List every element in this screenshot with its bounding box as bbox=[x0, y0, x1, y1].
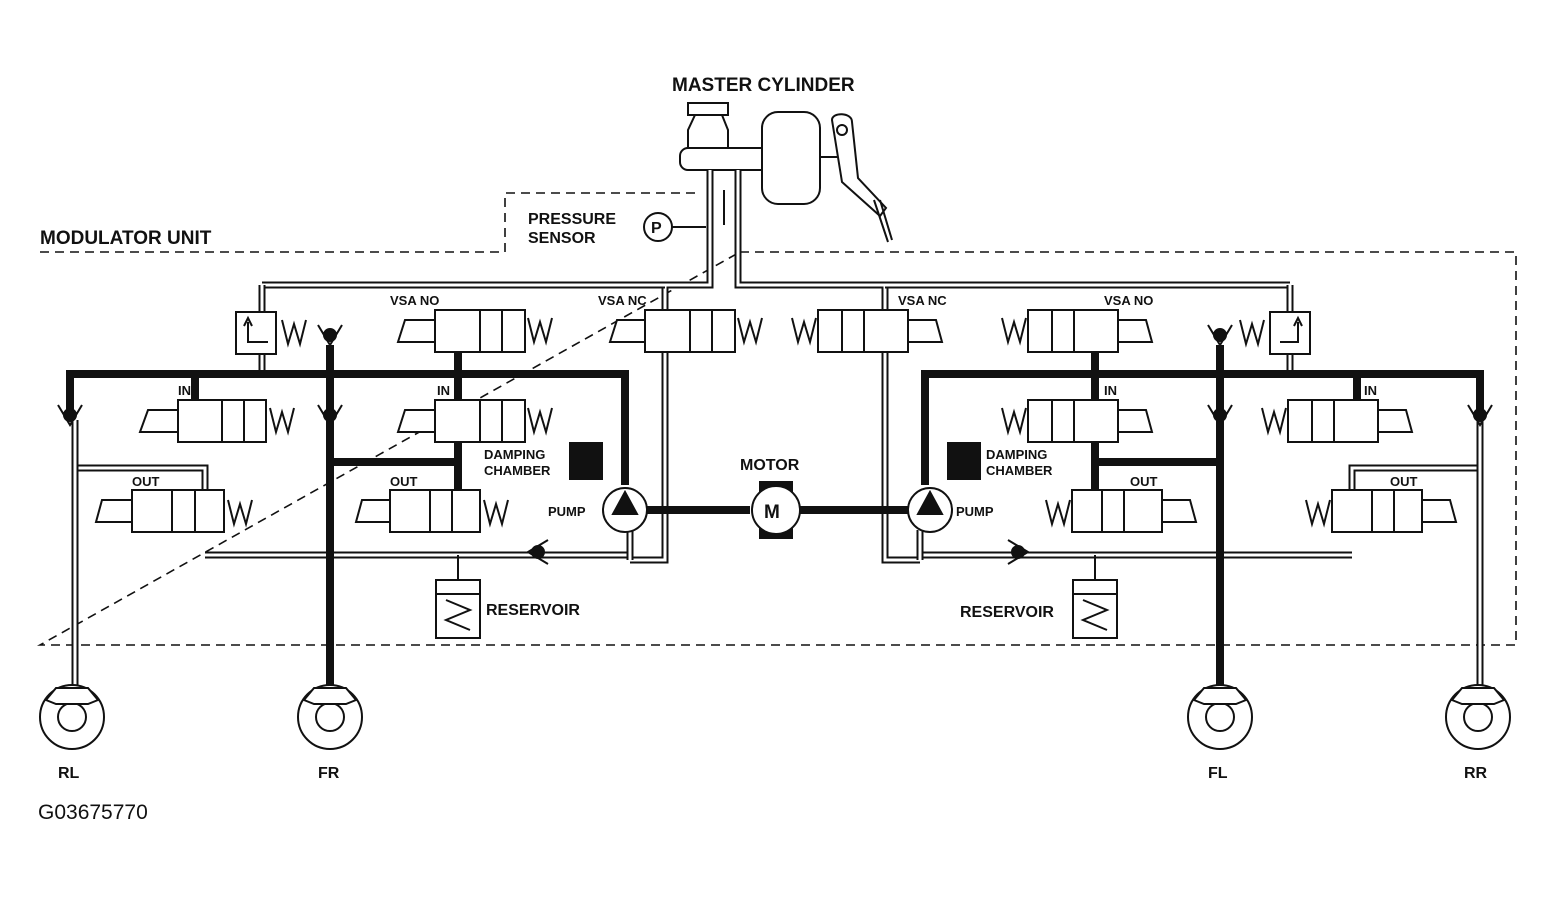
check-valve bbox=[317, 324, 343, 347]
pump-left bbox=[602, 487, 648, 533]
damping-chamber-right bbox=[947, 442, 981, 480]
valve-vsa-nc-right bbox=[791, 309, 944, 353]
wheel-label-rr: RR bbox=[1464, 765, 1488, 782]
in-label-rr: IN bbox=[1364, 383, 1377, 398]
pump-label-right: PUMP bbox=[956, 504, 994, 519]
valve-rr-out bbox=[1305, 489, 1458, 533]
valve-vsa-no-right bbox=[1001, 309, 1154, 353]
pump-right bbox=[907, 487, 953, 533]
check-valve bbox=[57, 404, 83, 427]
wheel-brake-rl bbox=[39, 684, 105, 750]
check-valve bbox=[317, 404, 343, 427]
figure-reference: G03675770 bbox=[38, 801, 148, 824]
damping-label-right-line1: DAMPING bbox=[986, 447, 1047, 462]
reservoir-right bbox=[1072, 579, 1118, 639]
motor: M bbox=[751, 481, 801, 539]
valve-vsa-nc-left bbox=[608, 309, 763, 353]
check-valve bbox=[526, 539, 549, 565]
wheel-brake-fl bbox=[1187, 684, 1253, 750]
pressure-sensor-label-line1: PRESSURE bbox=[528, 211, 616, 228]
wheel-label-rl: RL bbox=[58, 765, 80, 782]
motor-symbol: M bbox=[764, 502, 780, 523]
pressure-lines bbox=[66, 345, 1484, 690]
damping-label-left-line1: DAMPING bbox=[484, 447, 545, 462]
pump-label-left: PUMP bbox=[548, 504, 586, 519]
valve-vsa-no-left bbox=[396, 309, 553, 353]
master-cylinder: MASTER CYLINDER bbox=[672, 75, 893, 243]
wheel-brake-fr bbox=[297, 684, 363, 750]
check-valve bbox=[1207, 404, 1233, 427]
pressure-sensor: P PRESSURE SENSOR bbox=[528, 211, 706, 247]
damping-label-right-line2: CHAMBER bbox=[986, 463, 1053, 478]
check-valve bbox=[1007, 539, 1030, 565]
motor-label: MOTOR bbox=[740, 457, 800, 474]
valve-rl-in bbox=[138, 399, 295, 443]
check-valve bbox=[1467, 404, 1493, 427]
check-valves bbox=[57, 324, 1493, 565]
master-cylinder-label: MASTER CYLINDER bbox=[672, 75, 855, 96]
vsa-nc-label-right: VSA NC bbox=[898, 293, 947, 308]
out-label-rl: OUT bbox=[132, 474, 160, 489]
modulator-unit-boundary bbox=[36, 192, 1517, 646]
out-label-fr: OUT bbox=[390, 474, 418, 489]
valve-rr-in bbox=[1261, 399, 1414, 443]
wheel-label-fl: FL bbox=[1208, 765, 1228, 782]
valve-rl-out bbox=[94, 489, 253, 533]
check-valve bbox=[1207, 324, 1233, 347]
modulator-unit-label: MODULATOR UNIT bbox=[40, 228, 212, 249]
wheel-brake-rr bbox=[1445, 684, 1511, 750]
valve-fl-out bbox=[1045, 489, 1198, 533]
reservoir-left bbox=[435, 579, 481, 639]
valve-fr-out bbox=[354, 489, 509, 533]
wheel-label-fr: FR bbox=[318, 765, 340, 782]
valve-fl-in bbox=[1001, 399, 1154, 443]
reservoir-label-right: RESERVOIR bbox=[960, 604, 1054, 621]
pressure-sensor-label-line2: SENSOR bbox=[528, 230, 596, 247]
vsa-no-label-right: VSA NO bbox=[1104, 293, 1153, 308]
damping-label-left-line2: CHAMBER bbox=[484, 463, 551, 478]
relief-valve-right bbox=[1239, 311, 1311, 355]
in-label-fl: IN bbox=[1104, 383, 1117, 398]
in-label-rl: IN bbox=[178, 383, 191, 398]
valve-fr-in bbox=[396, 399, 553, 443]
reservoir-label-left: RESERVOIR bbox=[486, 602, 580, 619]
pressure-sensor-symbol: P bbox=[651, 220, 662, 237]
relief-valve-left bbox=[235, 311, 307, 355]
in-label-fr: IN bbox=[437, 383, 450, 398]
damping-chamber-left bbox=[569, 442, 603, 480]
out-label-fl: OUT bbox=[1130, 474, 1158, 489]
vsa-no-label-left: VSA NO bbox=[390, 293, 439, 308]
vsa-nc-label-left: VSA NC bbox=[598, 293, 647, 308]
return-lines bbox=[71, 281, 1484, 690]
out-label-rr: OUT bbox=[1390, 474, 1418, 489]
